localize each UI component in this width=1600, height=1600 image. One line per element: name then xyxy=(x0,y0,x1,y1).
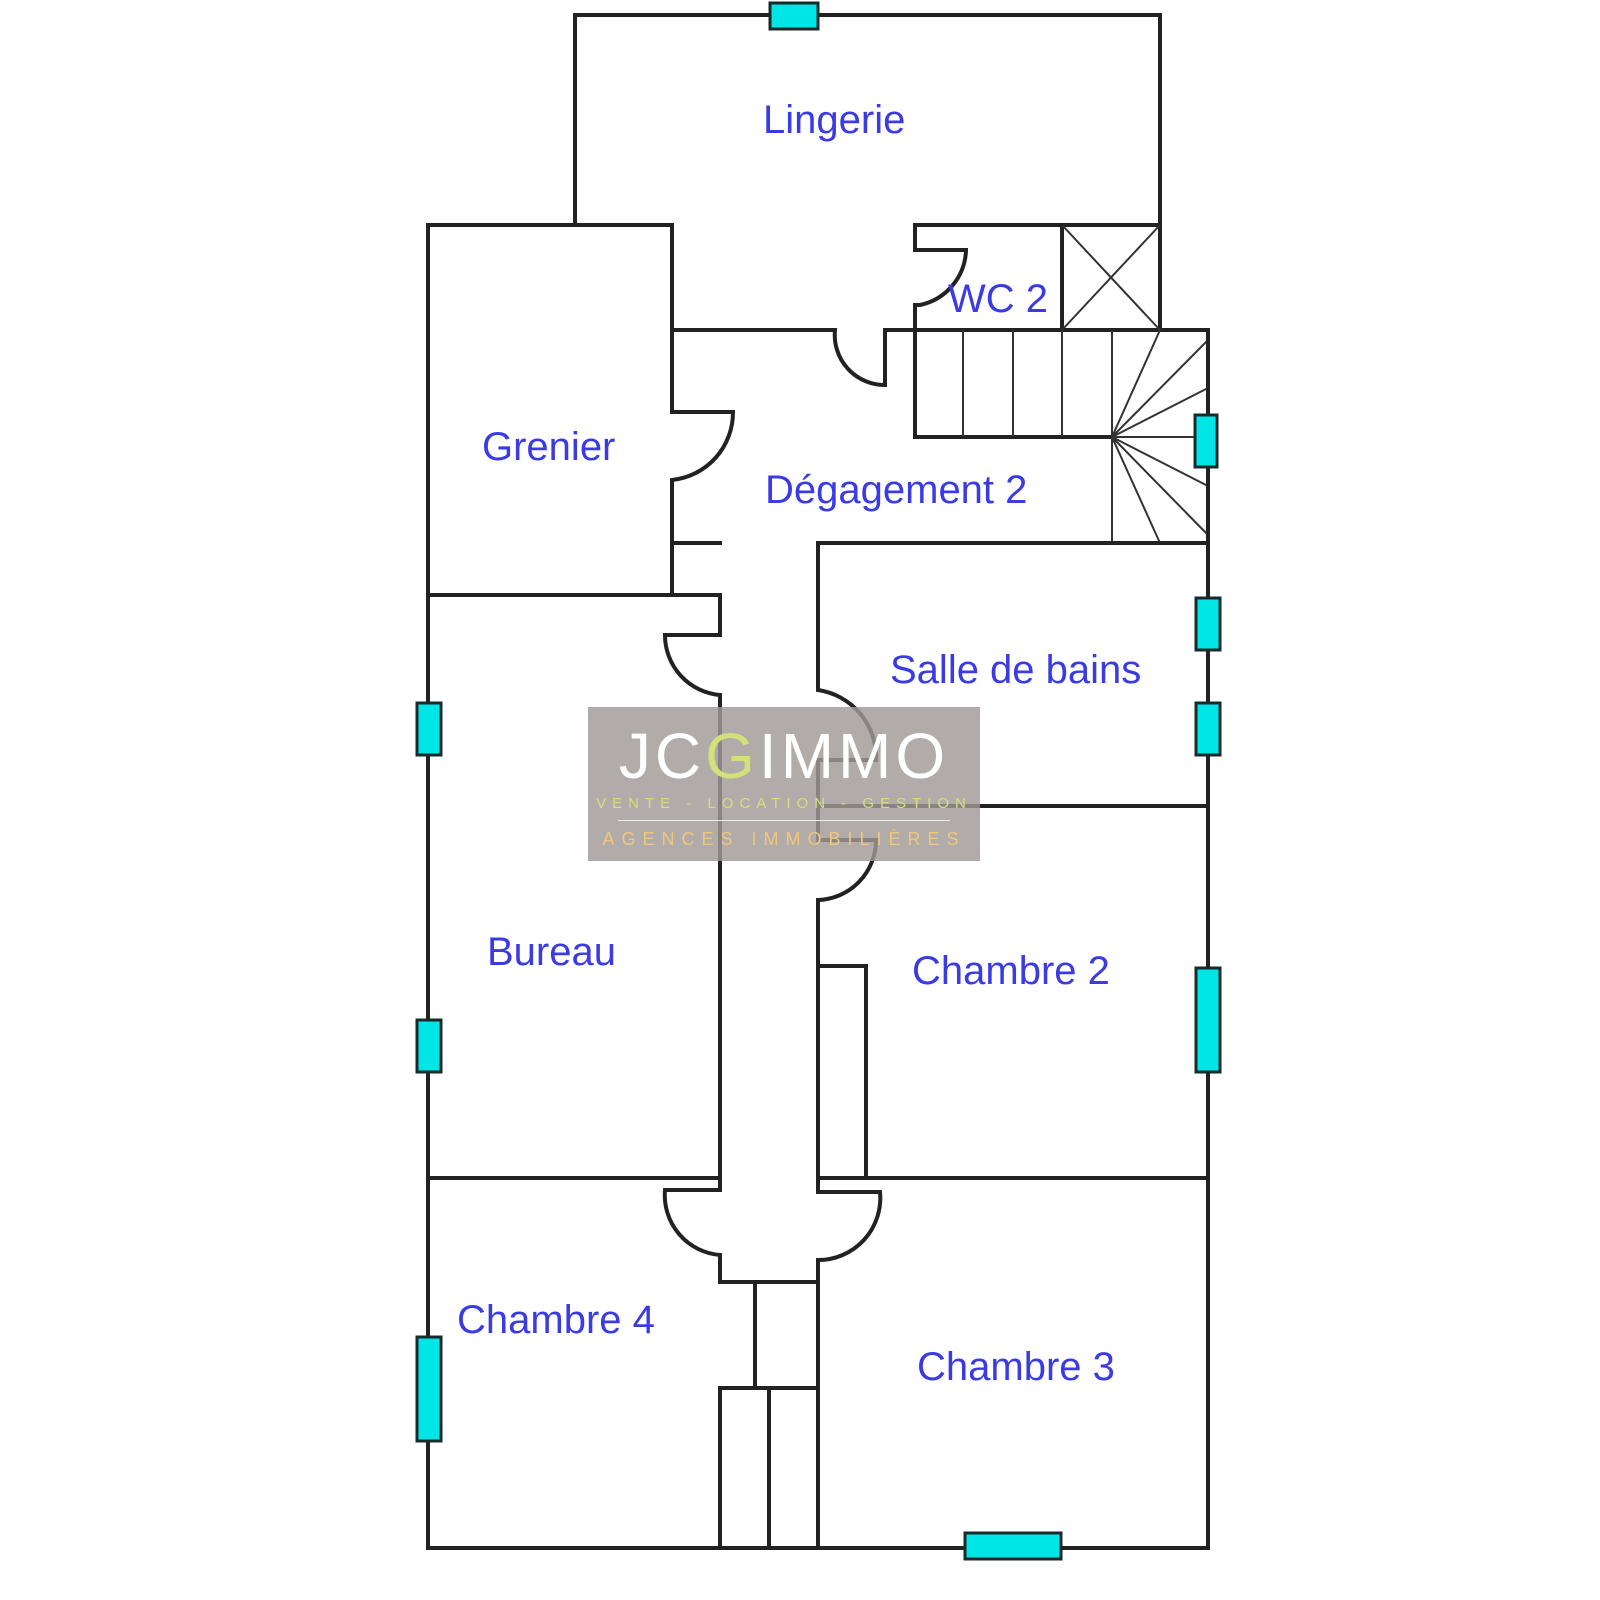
room-label-grenier: Grenier xyxy=(482,425,615,469)
window xyxy=(963,1531,1063,1561)
window xyxy=(415,701,443,757)
room-label-bureau: Bureau xyxy=(487,930,616,974)
windows xyxy=(415,1,1222,1561)
logo-tagline: VENTE - LOCATION - GESTION xyxy=(596,795,972,812)
logo-subtitle: AGENCES IMMOBILIÈRES xyxy=(602,829,966,849)
logo-brand-jc: JC xyxy=(618,720,706,792)
logo-divider xyxy=(618,820,950,821)
room-label-chambre2: Chambre 2 xyxy=(912,949,1110,993)
window xyxy=(415,1335,443,1443)
room-labels: Lingerie WC 2 Grenier Dégagement 2 Salle… xyxy=(457,98,1141,1389)
room-label-salle-de-bains: Salle de bains xyxy=(890,648,1141,692)
room-label-degagement2: Dégagement 2 xyxy=(765,468,1027,512)
window xyxy=(1194,701,1222,757)
room-label-chambre4: Chambre 4 xyxy=(457,1298,655,1342)
logo-brand-g: G xyxy=(705,720,759,792)
room-label-lingerie: Lingerie xyxy=(763,98,905,142)
room-label-wc2: WC 2 xyxy=(948,277,1048,321)
window xyxy=(1193,413,1219,469)
watermark-logo: JCGIMMO VENTE - LOCATION - GESTION AGENC… xyxy=(588,707,980,861)
window xyxy=(768,1,820,31)
window xyxy=(415,1018,443,1074)
logo-brand: JCGIMMO xyxy=(588,721,980,791)
window xyxy=(1194,966,1222,1074)
logo-brand-immo: IMMO xyxy=(758,720,950,792)
room-label-chambre3: Chambre 3 xyxy=(917,1345,1115,1389)
window xyxy=(1194,596,1222,652)
